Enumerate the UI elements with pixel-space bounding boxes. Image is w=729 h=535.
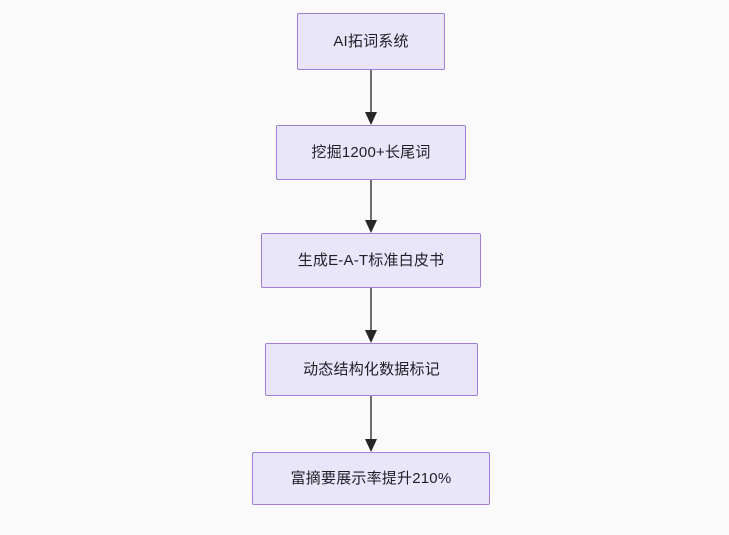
- arrowhead-icon: [365, 112, 377, 125]
- edge-n4-n5: [365, 396, 377, 452]
- flow-node-generate-eat-whitepaper[interactable]: 生成E-A-T标准白皮书: [261, 233, 481, 288]
- edge-n3-n4: [365, 288, 377, 343]
- arrowhead-icon: [365, 439, 377, 452]
- arrowhead-icon: [365, 330, 377, 343]
- flow-node-dynamic-structured-data-markup[interactable]: 动态结构化数据标记: [265, 343, 478, 396]
- flow-node-label: AI拓词系统: [333, 33, 409, 50]
- flow-node-label: 富摘要展示率提升210%: [290, 470, 452, 487]
- edge-n1-n2: [365, 70, 377, 125]
- arrowhead-icon: [365, 220, 377, 233]
- flow-node-label: 生成E-A-T标准白皮书: [297, 252, 445, 269]
- flow-node-ai-keyword-system[interactable]: AI拓词系统: [297, 13, 445, 70]
- flow-node-rich-snippet-rate-increase[interactable]: 富摘要展示率提升210%: [252, 452, 490, 505]
- flow-node-mine-longtail-keywords[interactable]: 挖掘1200+长尾词: [276, 125, 466, 180]
- flow-node-label: 挖掘1200+长尾词: [311, 144, 431, 161]
- flow-node-label: 动态结构化数据标记: [303, 361, 440, 378]
- edge-n2-n3: [365, 180, 377, 233]
